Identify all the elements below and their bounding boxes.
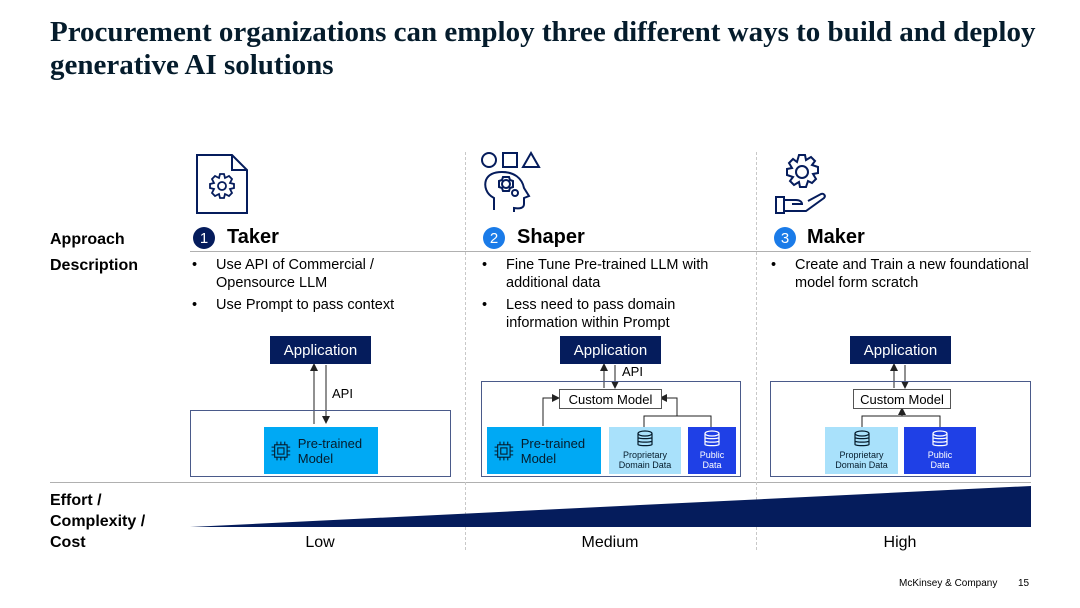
proprietary-data-box: Proprietary Domain Data <box>825 427 898 474</box>
public-data-label: Public Data <box>927 450 953 470</box>
custom-model-box: Custom Model <box>853 389 951 409</box>
application-box: Application <box>850 336 951 364</box>
approach-name-shaper: Shaper <box>517 226 585 248</box>
proprietary-data-label: Proprietary Domain Data <box>835 450 888 470</box>
effort-label-high: High <box>883 534 917 551</box>
chip-icon <box>494 441 514 460</box>
approach-name-taker: Taker <box>227 226 279 248</box>
description-bullet: Less need to pass domain information wit… <box>480 296 745 332</box>
database-icon <box>853 430 870 447</box>
chip-icon <box>271 441 291 460</box>
custom-model-box: Custom Model <box>559 389 662 409</box>
row-label-effort: Effort / Complexity / Cost <box>50 492 146 551</box>
pretrained-model-label: Pre-trained Model <box>297 435 363 466</box>
database-icon <box>637 430 653 447</box>
step-number-badge: 1 <box>193 227 215 249</box>
pretrained-model-box: Pre-trained Model <box>487 427 601 474</box>
public-data-box: Public Data <box>904 427 976 474</box>
row-label-approach: Approach <box>50 231 125 248</box>
document-gear-icon <box>194 152 250 221</box>
application-box: Application <box>270 336 371 364</box>
model-frame <box>770 381 1031 477</box>
description-bullet: Create and Train a new foundational mode… <box>769 256 1031 292</box>
model-frame <box>190 410 451 477</box>
api-label: API <box>332 386 353 401</box>
description-list: Fine Tune Pre-trained LLM with additiona… <box>480 256 745 336</box>
header-divider <box>190 251 1031 252</box>
public-data-label: Public Data <box>699 450 725 470</box>
hand-gear-icon <box>774 150 830 223</box>
column-divider <box>756 152 757 550</box>
description-bullet: Use API of Commercial / Opensource LLM <box>190 256 450 292</box>
public-data-box: Public Data <box>688 427 736 474</box>
api-label: API <box>622 364 643 379</box>
description-list: Create and Train a new foundational mode… <box>769 256 1031 296</box>
pretrained-model-box: Pre-trained Model <box>264 427 378 474</box>
proprietary-data-label: Proprietary Domain Data <box>618 450 672 470</box>
description-bullet: Fine Tune Pre-trained LLM with additiona… <box>480 256 745 292</box>
head-shapes-gears-icon <box>480 150 546 223</box>
pretrained-model-label: Pre-trained Model <box>520 435 586 466</box>
row-label-description: Description <box>50 257 139 274</box>
footer-company: McKinsey & Company <box>899 578 998 589</box>
effort-label-low: Low <box>305 534 335 551</box>
effort-divider <box>50 482 1031 483</box>
description-list: Use API of Commercial / Opensource LLM U… <box>190 256 450 318</box>
effort-label-medium: Medium <box>581 534 639 551</box>
model-frame <box>481 381 741 477</box>
page-number: 15 <box>1018 578 1030 589</box>
database-icon <box>932 430 948 447</box>
step-number-badge: 3 <box>774 227 796 249</box>
page-title: Procurement organizations can employ thr… <box>50 16 1036 81</box>
application-box: Application <box>560 336 661 364</box>
database-icon <box>704 430 720 447</box>
step-number-badge: 2 <box>483 227 505 249</box>
approach-name-maker: Maker <box>807 226 865 248</box>
proprietary-data-box: Proprietary Domain Data <box>609 427 681 474</box>
description-bullet: Use Prompt to pass context <box>190 296 450 314</box>
column-divider <box>465 152 466 550</box>
effort-wedge <box>190 486 1031 527</box>
